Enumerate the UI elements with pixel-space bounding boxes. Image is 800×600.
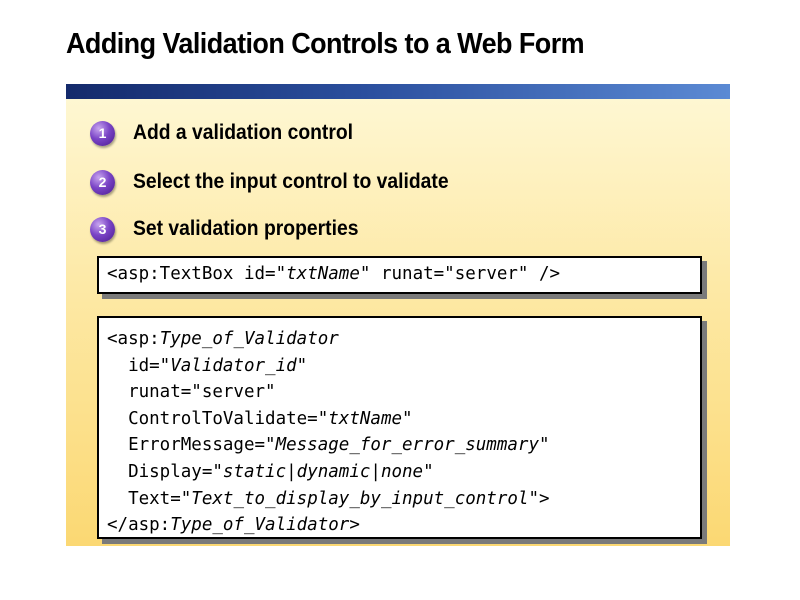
step-2: 2 Select the input control to validate (90, 167, 476, 197)
step-1: 1 Add a validation control (90, 118, 372, 148)
slide-title: Adding Validation Controls to a Web Form (66, 28, 585, 60)
code-placeholder: static|dynamic|none (222, 461, 424, 482)
code-placeholder: txtName (286, 264, 360, 284)
code-placeholder: Type_of_Validator (170, 515, 350, 536)
code-text: </asp: (107, 515, 171, 536)
code-text: Text=" (107, 488, 192, 509)
code-text: runat="server" (107, 382, 276, 403)
code-placeholder: Type_of_Validator (159, 329, 339, 349)
code-line: </asp:Type_of_Validator> (107, 512, 700, 539)
code-line: <asp:Type_of_Validator (107, 326, 700, 353)
code-text: <asp:TextBox id=" (107, 264, 287, 284)
code-placeholder: txtName (328, 408, 403, 429)
code-placeholder: Validator_id (170, 355, 297, 376)
step-number-badge: 2 (90, 169, 115, 195)
code-text: Display=" (107, 461, 223, 482)
step-label: Add a validation control (133, 121, 354, 144)
code-line: ControlToValidate="txtName" (107, 406, 700, 433)
code-text: " (423, 461, 434, 482)
code-line: runat="server" (107, 379, 700, 406)
code-text: > (349, 515, 360, 536)
code-text: " runat="server" /> (359, 264, 561, 284)
code-text: " (296, 355, 308, 376)
code-placeholder: Text_to_display_by_input_control (191, 488, 529, 509)
code-text: " (402, 408, 413, 429)
code-text: id=" (107, 355, 171, 376)
step-label: Set validation properties (133, 217, 359, 240)
step-label: Select the input control to validate (133, 170, 449, 193)
code-text: <asp: (107, 329, 160, 349)
validator-code-sample: <asp:Type_of_Validator id="Validator_id"… (97, 316, 702, 539)
code-line: ErrorMessage="Message_for_error_summary" (107, 432, 700, 459)
step-number-badge: 3 (90, 216, 115, 242)
step-3: 3 Set validation properties (90, 214, 378, 244)
code-text: ControlToValidate=" (107, 408, 329, 429)
step-number-badge: 1 (90, 120, 115, 146)
textbox-code-sample: <asp:TextBox id="txtName" runat="server"… (97, 256, 702, 294)
code-placeholder: Message_for_error_summary (275, 435, 539, 456)
code-text: "> (528, 488, 550, 509)
header-bar (66, 84, 730, 99)
code-line: id="Validator_id" (107, 353, 700, 380)
code-line: Text="Text_to_display_by_input_control"> (107, 486, 700, 513)
code-text: ErrorMessage=" (107, 435, 276, 456)
code-line: Display="static|dynamic|none" (107, 459, 700, 486)
code-text: " (538, 435, 550, 456)
